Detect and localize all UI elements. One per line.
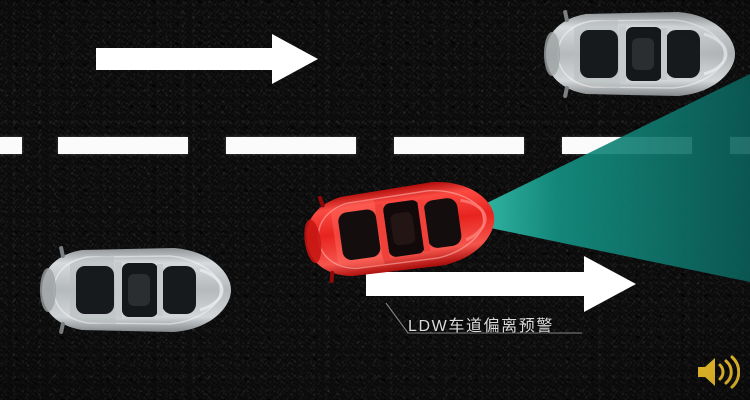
ldw-caption: LDW车道偏离预警 <box>408 318 554 335</box>
trailing-car-lower-left <box>24 242 234 338</box>
upper-lane-arrow <box>96 34 318 89</box>
lane-dash-4 <box>562 137 692 154</box>
lane-dash-0 <box>0 137 22 154</box>
lane-dash-2 <box>226 137 356 154</box>
lane-dashed-line <box>0 137 750 154</box>
lead-car-upper-right <box>528 6 738 102</box>
sound-on-icon[interactable] <box>694 353 741 391</box>
lane-dash-1 <box>58 137 188 154</box>
lane-dash-5 <box>730 137 750 154</box>
lane-dash-3 <box>394 137 524 154</box>
